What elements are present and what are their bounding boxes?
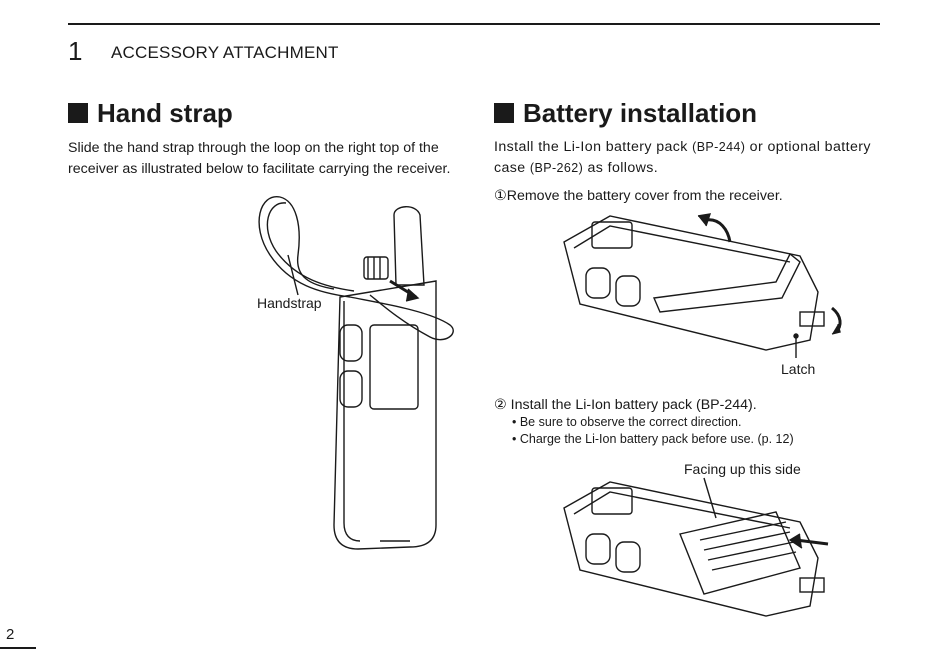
intro-text: case (494, 160, 530, 176)
square-bullet-icon (494, 103, 514, 123)
battery-title: Battery installation (523, 98, 758, 128)
step-1: ①Remove the battery cover from the recei… (494, 188, 783, 204)
chapter-title: ACCESSORY ATTACHMENT (111, 43, 339, 62)
hand-strap-body-line: Slide the hand strap through the loop on… (68, 140, 439, 156)
intro-text: Install the Li-Ion battery pack (494, 139, 693, 155)
hand-strap-heading: Hand strap (68, 98, 233, 128)
intro-text: as follows. (583, 160, 659, 176)
handstrap-label: Handstrap (257, 295, 322, 311)
intro-model-bp244: (BP-244) (692, 140, 746, 154)
hand-strap-body-line: receiver as illustrated below to facilit… (68, 161, 451, 177)
step-2-bullets: • Be sure to observe the correct directi… (512, 414, 794, 448)
top-rule (68, 23, 880, 25)
battery-cover-removal-illustration (563, 213, 842, 358)
page-number-rule (0, 647, 36, 649)
battery-intro-line1: Install the Li-Ion battery pack (BP-244)… (494, 137, 884, 158)
hand-strap-title: Hand strap (97, 98, 233, 128)
receiver-with-strap-illustration (258, 196, 454, 550)
bullet-item: • Charge the Li-Ion battery pack before … (512, 432, 794, 446)
battery-intro: Install the Li-Ion battery pack (BP-244)… (494, 137, 884, 179)
latch-label: Latch (781, 361, 816, 377)
battery-heading: Battery installation (494, 98, 757, 128)
square-bullet-icon (68, 103, 88, 123)
page-number: 2 (6, 626, 15, 643)
facing-up-label: Facing up this side (684, 461, 801, 477)
step-2: ② Install the Li-Ion battery pack (BP-24… (494, 397, 757, 413)
hand-strap-body: Slide the hand strap through the loop on… (68, 138, 450, 180)
battery-insertion-illustration (563, 477, 829, 617)
battery-intro-line2: case (BP-262) as follows. (494, 158, 884, 179)
bullet-item: • Be sure to observe the correct directi… (512, 415, 742, 429)
intro-text: or optional battery (745, 139, 871, 155)
intro-model-bp262: (BP-262) (529, 161, 584, 175)
chapter-number: 1 (68, 36, 83, 66)
